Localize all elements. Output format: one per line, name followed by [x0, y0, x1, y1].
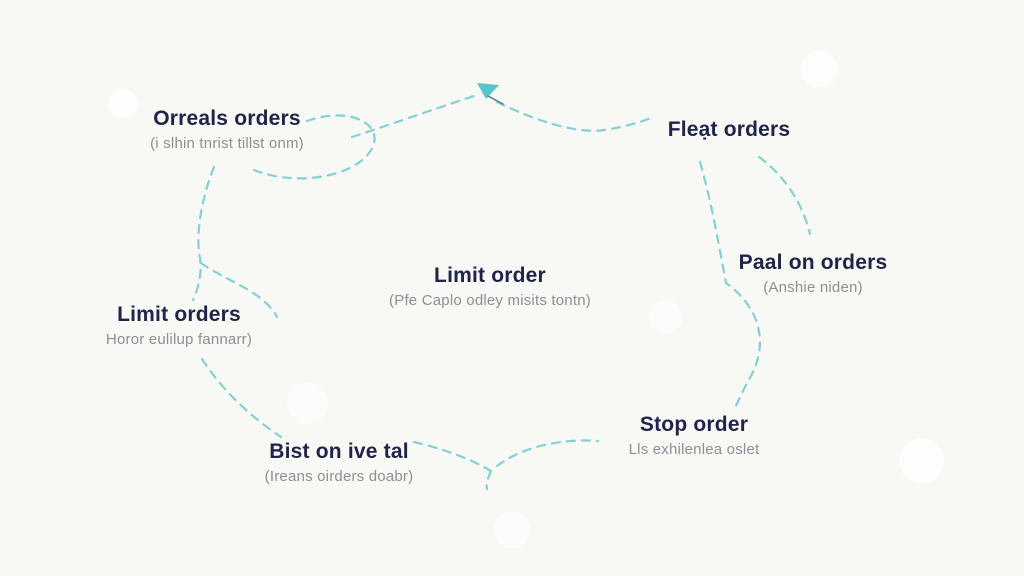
node-fleat-orders: Fleạt orders [668, 118, 791, 142]
connector-to-bottom-left [200, 357, 283, 439]
connector-bottom-right-half [495, 439, 600, 468]
node-orreals-orders: Orreals orders (i slhin tnrist tillst on… [150, 107, 304, 152]
node-sublabel: Lls exhilenlea oslet [628, 441, 760, 459]
connector-right-outer [757, 155, 812, 236]
connector-right-inner [698, 160, 761, 408]
connector-to-arrow [350, 93, 479, 139]
node-stop-order: Stop order Lls exhilenlea oslet [629, 413, 760, 458]
node-label: Fleạt orders [667, 118, 791, 141]
node-sublabel: (Ireans oirders doabr) [264, 468, 414, 486]
node-bist-on-ive-tal: Bist on ive tal (Ireans oirders doabr) [265, 440, 414, 485]
connector-left-hook [199, 261, 279, 319]
node-paal-on-orders: Paal on orders (Anshie niden) [739, 251, 888, 296]
arrowhead-icon [477, 83, 499, 99]
node-label: Limit orders [117, 303, 241, 326]
node-sublabel: Horor eulilup fannarr) [105, 331, 253, 349]
node-label: Stop order [639, 413, 749, 436]
node-label: Paal on orders [738, 251, 888, 274]
node-limit-order-center: Limit order (Pfe Caplo odley misits tont… [389, 264, 591, 309]
connector-arrow-to-fleat [495, 100, 655, 132]
node-label: Orreals orders [153, 107, 301, 130]
node-sublabel: (Pfe Caplo odley misits tontn) [389, 292, 591, 310]
connector-bottom-left-half [412, 440, 493, 473]
node-label: Limit order [434, 264, 546, 287]
connector-loop-top-left [252, 114, 376, 180]
node-sublabel: (Anshie niden) [763, 279, 863, 297]
node-limit-orders-left: Limit orders Horor eulilup fannarr) [106, 303, 252, 348]
node-label: Bist on ive tal [269, 440, 409, 463]
arrowhead-tail [487, 95, 504, 105]
node-sublabel: (i slhin tnrist tillst onm) [150, 135, 304, 153]
connector-bottom-tail [485, 469, 493, 491]
connector-left-descending [191, 165, 216, 302]
